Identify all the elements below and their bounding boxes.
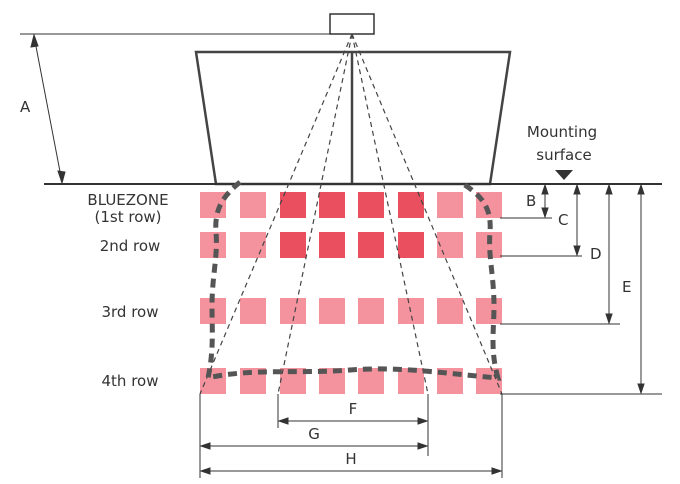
horizontal-dimensions <box>199 394 503 478</box>
label-d: D <box>590 245 602 263</box>
zone-square-row2-col2 <box>240 232 266 258</box>
detection-zone-grid <box>200 192 502 394</box>
zone-square-row3-col4 <box>319 298 345 324</box>
beam-inner-right <box>351 33 429 395</box>
dimension-a <box>30 33 66 185</box>
row-label-fourth-row: 4th row <box>102 372 159 390</box>
zone-square-row2-col3 <box>280 232 306 258</box>
label-g: G <box>308 425 320 443</box>
label-c: C <box>558 211 568 229</box>
zone-square-row2-col5 <box>358 232 384 258</box>
zone-square-row1-col1 <box>200 192 226 218</box>
zone-square-row3-col5 <box>358 298 384 324</box>
mounting-surface-marker-icon <box>555 170 573 180</box>
zone-square-row2-col7 <box>437 232 463 258</box>
detection-boundary <box>204 179 502 382</box>
label-a: A <box>20 98 31 116</box>
row-label-second-row: 2nd row <box>100 237 161 255</box>
sensor-device <box>329 13 375 35</box>
zone-square-row2-col1 <box>200 232 226 258</box>
beam-inner-left <box>277 33 353 395</box>
zone-square-row3-col8 <box>476 298 502 324</box>
zone-square-row2-col6 <box>398 232 424 258</box>
mounting-surface-label-line2: surface <box>536 146 591 164</box>
label-h: H <box>345 450 356 468</box>
zone-square-row1-col5 <box>358 192 384 218</box>
zone-square-row4-col5 <box>358 368 384 394</box>
zone-square-row1-col3 <box>280 192 306 218</box>
label-b: B <box>526 192 536 210</box>
zone-square-row1-col2 <box>240 192 266 218</box>
row-label-first-row: (1st row) <box>95 208 162 226</box>
mounting-surface-label-line1: Mounting <box>527 123 597 141</box>
vertical-dimensions <box>500 183 662 395</box>
row-label-third-row: 3rd row <box>101 303 158 321</box>
zone-square-row3-col2 <box>240 298 266 324</box>
row-label-bluezone: BLUEZONE <box>87 191 168 209</box>
label-f: F <box>349 400 358 418</box>
label-e: E <box>622 278 631 296</box>
beam-lines <box>199 33 503 395</box>
zone-square-row1-col7 <box>437 192 463 218</box>
beam-outer-left <box>199 33 353 395</box>
zone-square-row4-col1 <box>200 368 226 394</box>
beam-outer-right <box>351 33 503 395</box>
zone-square-row1-col4 <box>319 192 345 218</box>
zone-square-row3-col7 <box>437 298 463 324</box>
zone-square-row2-col4 <box>319 232 345 258</box>
